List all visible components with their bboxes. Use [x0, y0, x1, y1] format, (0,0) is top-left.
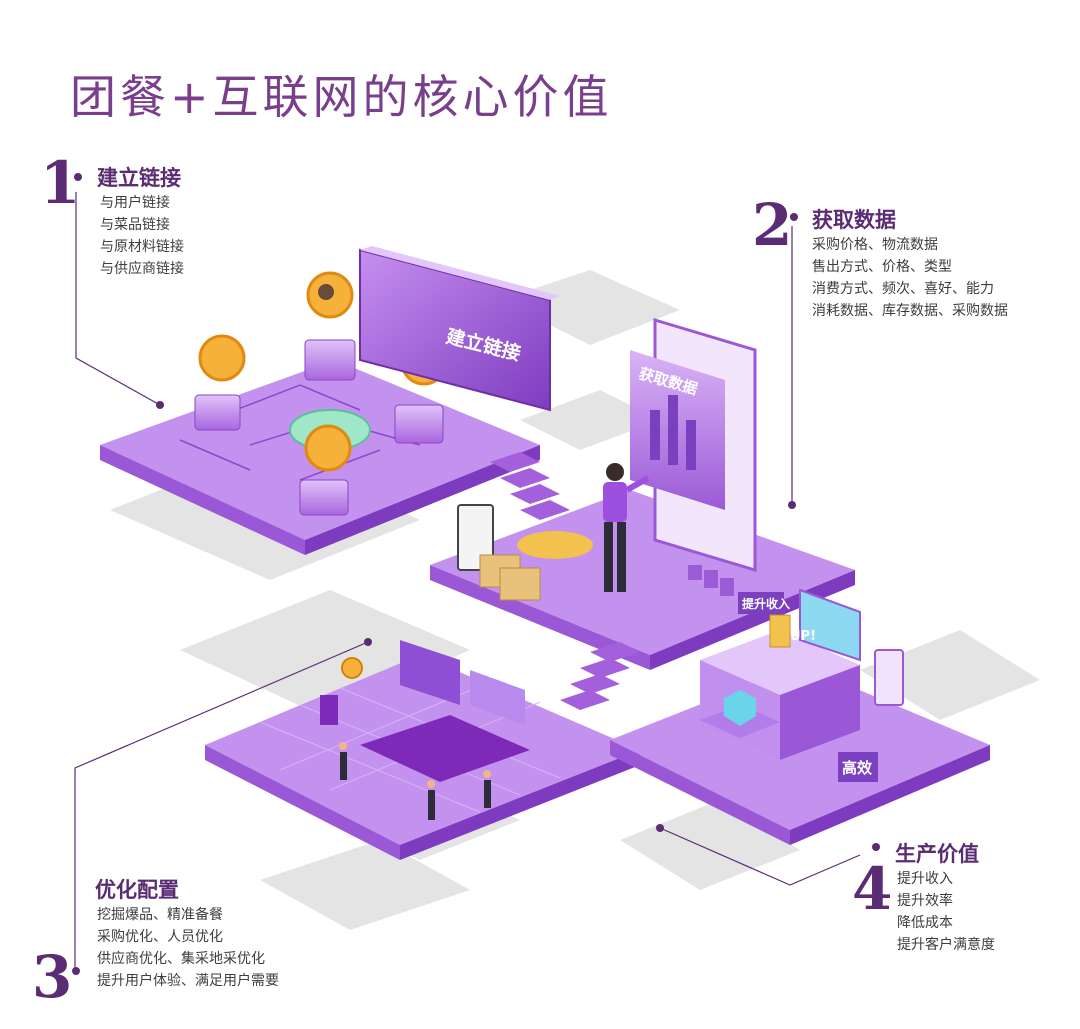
list-item: 消费方式、频次、喜好、能力 — [812, 281, 994, 297]
location-pin-icon — [341, 657, 363, 679]
connector-lines — [74, 192, 861, 968]
list-item: 提升收入 — [897, 871, 953, 887]
badge-efficiency — [838, 752, 878, 782]
person-figure — [603, 463, 650, 592]
section-4-heading: 生产价值 — [895, 842, 979, 866]
section-2-heading: 获取数据 — [812, 208, 896, 232]
section-4-number: 4 — [852, 855, 893, 923]
list-item: 采购优化、人员优化 — [97, 929, 223, 945]
clipboard-icon — [457, 504, 494, 571]
platform-3 — [205, 640, 640, 860]
coins-icon — [517, 531, 593, 559]
badge-efficiency-text: 高效 — [842, 759, 873, 777]
platform-4: 提升收入 UP! 高效 — [610, 588, 990, 845]
section-1-heading: 建立链接 — [97, 166, 181, 190]
section-3-number: 3 — [32, 943, 73, 1011]
list-item: 挖掘爆品、精准备餐 — [97, 907, 223, 923]
list-item: 提升用户体验、满足用户需要 — [97, 973, 279, 989]
section-2-list: 采购价格、物流数据 售出方式、价格、类型 消费方式、频次、喜好、能力 消耗数据、… — [812, 234, 1008, 322]
list-item: 提升效率 — [897, 893, 953, 909]
badge-revenue-text: 提升收入 — [742, 596, 790, 611]
badge-revenue — [738, 592, 784, 614]
list-item: 与原材料链接 — [100, 239, 184, 255]
list-item: 与菜品链接 — [100, 217, 170, 233]
list-item: 消耗数据、库存数据、采购数据 — [812, 303, 1008, 319]
shield-icon — [724, 690, 756, 726]
section-4-list: 提升收入 提升效率 降低成本 提升客户满意度 — [897, 868, 995, 956]
section-2-dot — [790, 213, 798, 221]
vegetable-icon — [198, 334, 246, 382]
section-2-number: 2 — [752, 191, 793, 259]
coin-stack-icon — [769, 614, 791, 648]
list-item: 与供应商链接 — [100, 261, 184, 277]
section-1-list: 与用户链接 与菜品链接 与原材料链接 与供应商链接 — [100, 192, 184, 280]
stairs-upper — [490, 452, 570, 520]
section-3-heading: 优化配置 — [95, 878, 179, 902]
stairs-lower — [560, 642, 640, 710]
list-item: 售出方式、价格、类型 — [812, 259, 952, 275]
section-3-dot — [72, 967, 80, 975]
section-4-dot — [872, 843, 880, 851]
section-1-number: 1 — [40, 149, 81, 217]
floating-screen — [400, 640, 460, 705]
platform-1: 建立链接 — [100, 246, 560, 555]
list-item: 提升客户满意度 — [897, 937, 995, 953]
supplier-truck-icon — [304, 424, 352, 472]
phone-icon — [874, 649, 904, 706]
list-item: 降低成本 — [897, 915, 953, 931]
section-1-dot — [74, 173, 82, 181]
badge-up-text: UP! — [790, 629, 816, 644]
list-item: 供应商优化、集采地采优化 — [97, 951, 265, 967]
list-item: 采购价格、物流数据 — [812, 237, 938, 253]
section-3-list: 挖掘爆品、精准备餐 采购优化、人员优化 供应商优化、集采地采优化 提升用户体验、… — [97, 904, 279, 992]
page-title: 团餐+互联网的核心价值 — [70, 69, 613, 124]
list-item: 与用户链接 — [100, 195, 170, 211]
